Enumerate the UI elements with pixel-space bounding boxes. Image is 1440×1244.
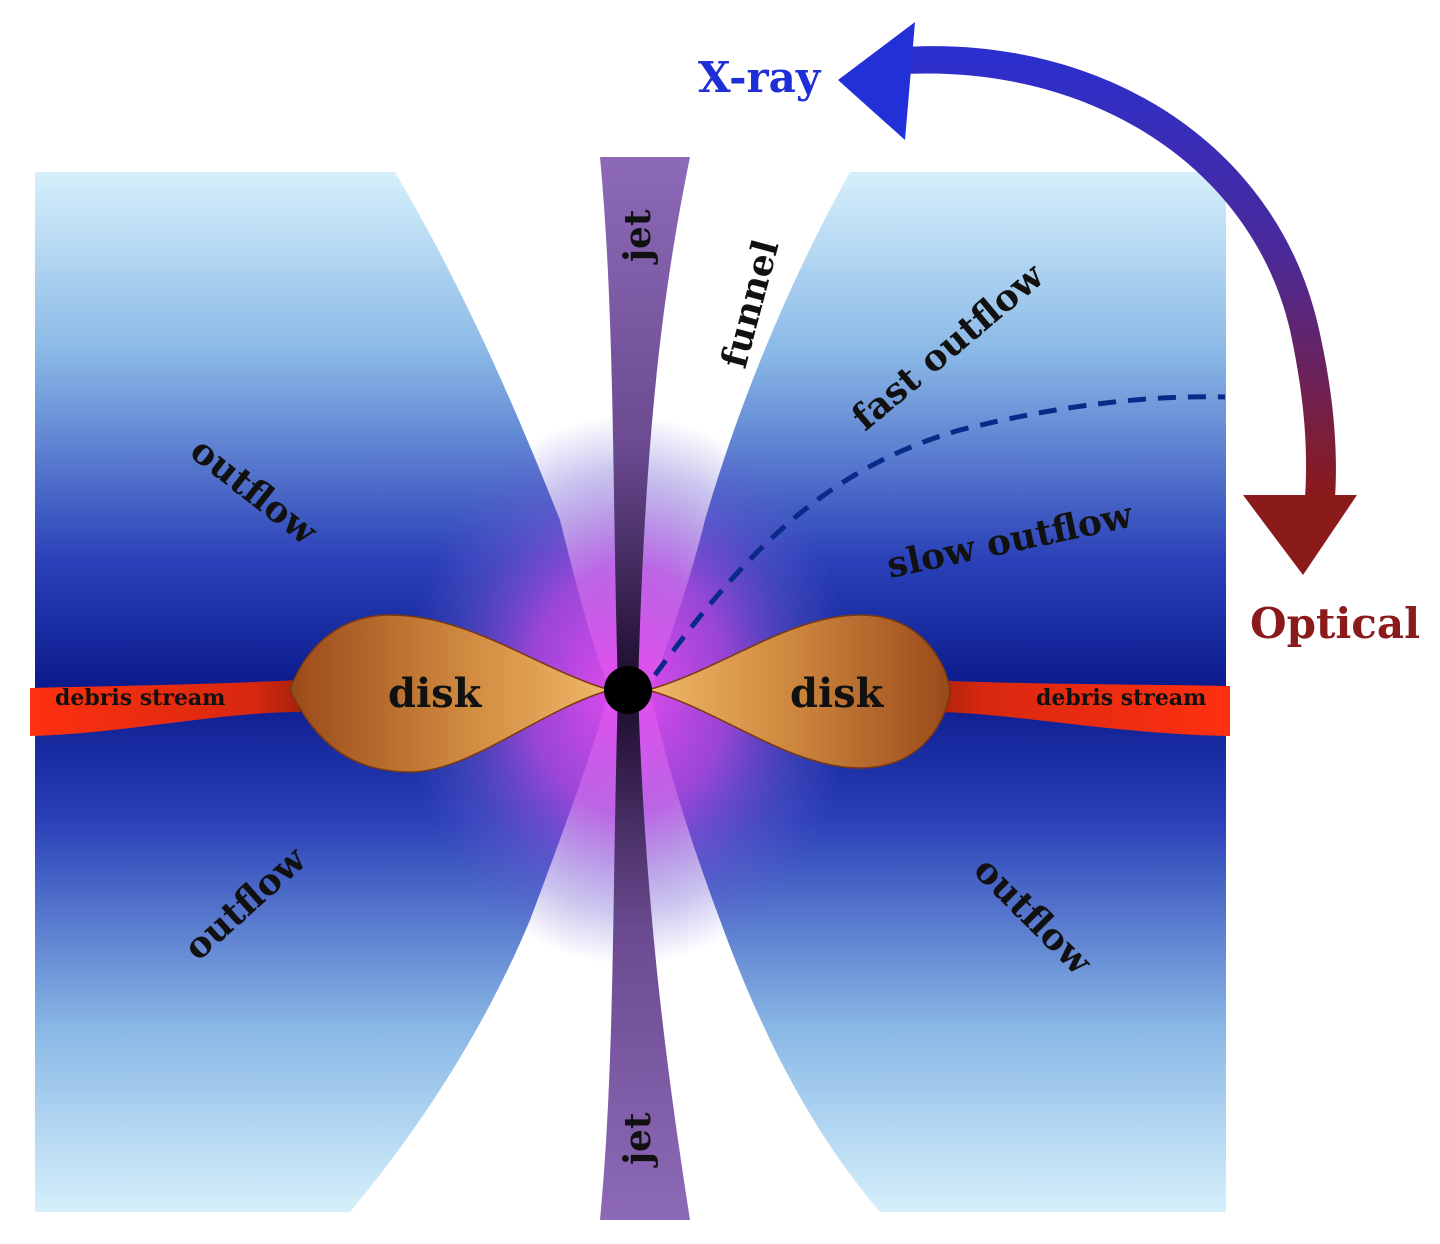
- debris-stream-left-label: debris stream: [55, 685, 225, 711]
- optical-arrowhead: [1243, 495, 1357, 575]
- disk-left-label: disk: [388, 670, 483, 717]
- outflow-boundary-dashed-line: [652, 394, 1226, 677]
- disk-right-label: disk: [790, 670, 885, 717]
- debris-stream-right-label: debris stream: [1036, 685, 1206, 711]
- black-hole: [604, 666, 652, 714]
- jet-bottom-shape: [600, 690, 690, 1220]
- disk-right-shape: [645, 614, 951, 769]
- viewing-angle-arrow-body: [890, 46, 1336, 498]
- xray-label: X-ray: [698, 53, 822, 102]
- jet-top-shape: [600, 157, 690, 690]
- optical-label: Optical: [1250, 599, 1420, 648]
- jet-bottom-label: jet: [617, 1112, 659, 1168]
- debris-stream-right-shape: [922, 680, 1230, 736]
- jet-top-label: jet: [617, 209, 659, 265]
- xray-arrowhead: [838, 22, 915, 140]
- debris-stream-left-shape: [30, 680, 308, 736]
